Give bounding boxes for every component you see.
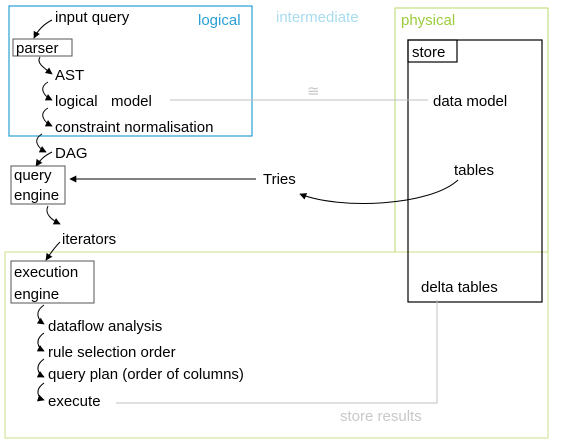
execution-engine-label-1: execution	[14, 264, 78, 281]
approx-equal-symbol: ≅	[307, 83, 320, 100]
store-label-box	[407, 39, 458, 63]
store-label: store	[412, 44, 445, 61]
tries-label: Tries	[263, 171, 296, 188]
logical-region-box	[8, 5, 253, 137]
rule-selection-to-query-plan-arrow	[36, 358, 45, 378]
query-engine-box	[10, 165, 66, 205]
rule-selection-order-label: rule selection order	[48, 344, 176, 361]
ast-label: AST	[55, 67, 84, 84]
execution-to-dataflow-arrow	[36, 304, 45, 325]
query-engine-label-2: engine	[14, 187, 59, 204]
logical-model-to-constraint-arrow	[42, 107, 53, 127]
dataflow-to-rule-selection-arrow	[36, 332, 45, 352]
parser-to-ast-arrow	[38, 56, 53, 75]
parser-label: parser	[16, 40, 59, 57]
execute-to-store-link	[116, 300, 438, 404]
input-to-parser-arrow	[33, 19, 53, 39]
iterators-label: iterators	[62, 231, 116, 248]
query-engine-label-1: query	[14, 167, 52, 184]
logical-model-label-1: logical	[55, 93, 98, 110]
store-results-label: store results	[340, 408, 422, 425]
intermediate-region-title: intermediate	[276, 9, 359, 26]
ast-to-logical-model-arrow	[42, 81, 53, 101]
data-model-label: data model	[433, 93, 507, 110]
tables-to-tries-arrow	[299, 179, 459, 204]
dag-label: DAG	[55, 145, 88, 162]
execution-region-box	[4, 251, 549, 439]
execution-engine-label-2: engine	[14, 286, 59, 303]
logical-model-label-2: model	[111, 93, 152, 110]
execution-engine-box	[10, 260, 95, 304]
physical-region-title: physical	[401, 12, 455, 29]
tables-label: tables	[454, 162, 494, 179]
logical-region-title: logical	[198, 12, 241, 29]
dataflow-analysis-label: dataflow analysis	[48, 318, 162, 335]
store-outer-box	[407, 39, 543, 303]
parser-box	[12, 38, 73, 57]
constraint-normalisation-label: constraint normalisation	[55, 119, 213, 136]
input-query-label: input query	[55, 9, 130, 26]
query-engine-to-iterators-arrow	[46, 205, 61, 225]
constraint-to-dag-arrow	[36, 133, 47, 153]
delta-tables-label: delta tables	[421, 279, 498, 296]
iterators-to-execution-arrow	[45, 241, 61, 261]
query-plan-label: query plan (order of columns)	[48, 366, 244, 383]
query-plan-to-execute-arrow	[36, 382, 45, 402]
dag-to-query-engine-arrow	[35, 151, 53, 167]
execute-label: execute	[48, 393, 101, 410]
